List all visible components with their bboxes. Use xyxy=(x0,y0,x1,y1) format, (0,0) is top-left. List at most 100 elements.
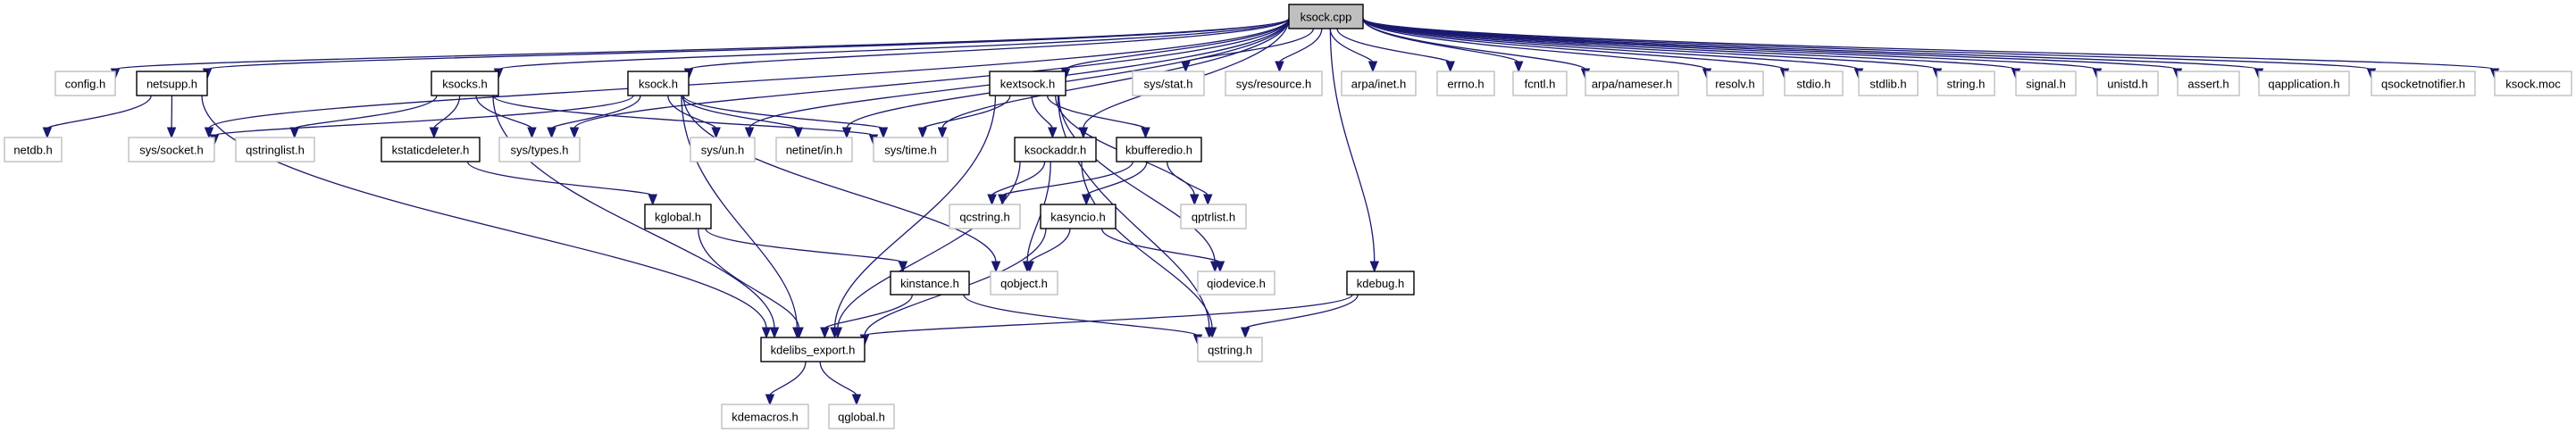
node-sys-time-h: sys/time.h xyxy=(873,137,949,162)
edge-ksock-cpp-to-string-h xyxy=(1362,17,1938,71)
node-label: assert.h xyxy=(2187,78,2229,91)
node-sys-resource-h: sys/resource.h xyxy=(1225,71,1323,96)
node-box xyxy=(1512,71,1568,96)
node-kextsock-h[interactable]: kextsock.h xyxy=(989,71,1066,96)
arrowhead-icon xyxy=(765,394,775,406)
arrowhead-icon xyxy=(1275,61,1284,73)
node-box[interactable] xyxy=(1116,137,1202,162)
edge-ksock-cpp-to-resolv-h xyxy=(1362,18,1708,71)
node-label: sys/stat.h xyxy=(1144,78,1193,91)
node-box xyxy=(949,204,1021,229)
node-box[interactable] xyxy=(381,137,481,162)
arrowhead-icon xyxy=(851,394,862,406)
node-ksock-h[interactable]: ksock.h xyxy=(627,71,690,96)
edge-ksock-h-to-sys-socket-h xyxy=(213,95,634,137)
node-box[interactable] xyxy=(431,71,499,96)
node-box xyxy=(2177,71,2240,96)
arrowhead-icon xyxy=(527,127,537,139)
node-label: config.h xyxy=(65,78,106,91)
node-label: sys/types.h xyxy=(510,144,568,157)
arrowhead-icon xyxy=(1207,327,1217,339)
node-qsocketnotifier-h: qsocketnotifier.h xyxy=(2371,71,2476,96)
edge-ksocks-h-to-sys-types-h xyxy=(475,95,533,129)
node-label: qiodevice.h xyxy=(1207,277,1266,290)
edge-kextsock-h-to-sys-time-h xyxy=(922,95,1011,129)
node-label: string.h xyxy=(1947,78,1986,91)
node-box xyxy=(1132,71,1205,96)
edge-ksock-h-to-sys-types-h xyxy=(550,95,641,129)
node-box[interactable] xyxy=(760,337,866,362)
node-kglobal-h[interactable]: kglobal.h xyxy=(644,204,712,229)
edge-kinstance-h-to-kdelibs-export-h xyxy=(824,294,913,329)
node-sys-types-h: sys/types.h xyxy=(498,137,581,162)
edge-kbufferedio-h-to-kasyncio-h xyxy=(1085,161,1148,196)
node-ksocks-h[interactable]: ksocks.h xyxy=(431,71,499,96)
node-box[interactable] xyxy=(627,71,690,96)
node-kinstance-h[interactable]: kinstance.h xyxy=(890,271,970,296)
arrowhead-icon xyxy=(793,127,803,139)
node-kbufferedio-h[interactable]: kbufferedio.h xyxy=(1116,137,1202,162)
node-qiodevice-h: qiodevice.h xyxy=(1197,271,1275,296)
node-label: kdemacros.h xyxy=(732,411,798,424)
edge-kinstance-h-to-qstring-h xyxy=(963,294,1199,337)
node-box[interactable] xyxy=(1346,271,1415,296)
node-kstaticdeleter-h[interactable]: kstaticdeleter.h xyxy=(381,137,481,162)
node-kdelibs-export-h[interactable]: kdelibs_export.h xyxy=(760,337,866,362)
node-label: errno.h xyxy=(1447,78,1484,91)
node-ksock-moc: ksock.moc xyxy=(2494,71,2572,96)
node-box xyxy=(1341,71,1417,96)
edge-ksockaddr-h-to-qcstring-h xyxy=(991,161,1046,196)
node-label: qcstring.h xyxy=(959,211,1009,224)
edge-ksock-h-to-sys-un-h xyxy=(667,95,717,129)
edge-ksock-cpp-to-qapplication-h xyxy=(1362,17,2260,71)
node-unistd-h: unistd.h xyxy=(2096,71,2159,96)
arrowhead-icon xyxy=(204,127,214,139)
node-label: signal.h xyxy=(2026,78,2066,91)
node-box[interactable] xyxy=(136,71,208,96)
node-kdemacros-h: kdemacros.h xyxy=(721,404,809,429)
node-box[interactable] xyxy=(890,271,970,296)
node-label: arpa/nameser.h xyxy=(1592,78,1672,91)
node-kdebug-h[interactable]: kdebug.h xyxy=(1346,271,1415,296)
edge-ksock-cpp-to-unistd-h xyxy=(1362,17,2098,71)
edge-ksock-cpp-to-netinet-in-h xyxy=(846,18,1290,129)
edge-netsupp-h-to-netdb-h xyxy=(46,95,152,129)
edge-kdelibs-export-h-to-qglobal-h xyxy=(819,361,857,396)
node-box[interactable] xyxy=(1014,137,1097,162)
node-box[interactable] xyxy=(1288,4,1364,29)
node-box xyxy=(1784,71,1844,96)
node-label: sys/time.h xyxy=(884,144,937,157)
arrowhead-icon xyxy=(569,127,580,139)
edge-ksock-cpp-to-ksocks-h xyxy=(498,17,1290,71)
node-box xyxy=(1706,71,1764,96)
node-box xyxy=(721,404,809,429)
arrowhead-icon xyxy=(1141,127,1150,139)
node-sys-socket-h: sys/socket.h xyxy=(128,137,215,162)
edge-kglobal-h-to-kinstance-h xyxy=(705,228,904,263)
node-box xyxy=(54,71,116,96)
edge-ksocks-h-to-kstaticdeleter-h xyxy=(433,95,461,129)
edge-ksockaddr-h-to-kdelibs-export-h xyxy=(837,161,1021,329)
node-box[interactable] xyxy=(1040,204,1117,229)
node-label: kbufferedio.h xyxy=(1125,144,1192,157)
edge-kbufferedio-h-to-qcstring-h xyxy=(1001,161,1133,196)
arrowhead-icon xyxy=(898,261,908,273)
node-kasyncio-h[interactable]: kasyncio.h xyxy=(1040,204,1117,229)
node-netsupp-h[interactable]: netsupp.h xyxy=(136,71,208,96)
node-box xyxy=(2371,71,2476,96)
arrowhead-icon xyxy=(878,127,889,139)
node-ksock-cpp[interactable]: ksock.cpp xyxy=(1288,4,1364,29)
node-box[interactable] xyxy=(989,71,1066,96)
node-box[interactable] xyxy=(644,204,712,229)
edge-ksock-cpp-to-arpa-inet-h xyxy=(1329,28,1374,63)
node-box xyxy=(828,404,895,429)
edge-kdebug-h-to-qstring-h xyxy=(1244,294,1359,329)
node-ksockaddr-h[interactable]: ksockaddr.h xyxy=(1014,137,1097,162)
arrowhead-icon xyxy=(1203,194,1213,206)
node-label: fcntl.h xyxy=(1525,78,1556,91)
node-label: stdlib.h xyxy=(1869,78,1906,91)
edge-ksock-h-to-kdelibs-export-h xyxy=(681,95,799,329)
node-label: kextsock.h xyxy=(1000,78,1055,91)
node-label: netdb.h xyxy=(13,144,52,157)
edge-ksock-cpp-to-stdio-h xyxy=(1362,18,1786,71)
